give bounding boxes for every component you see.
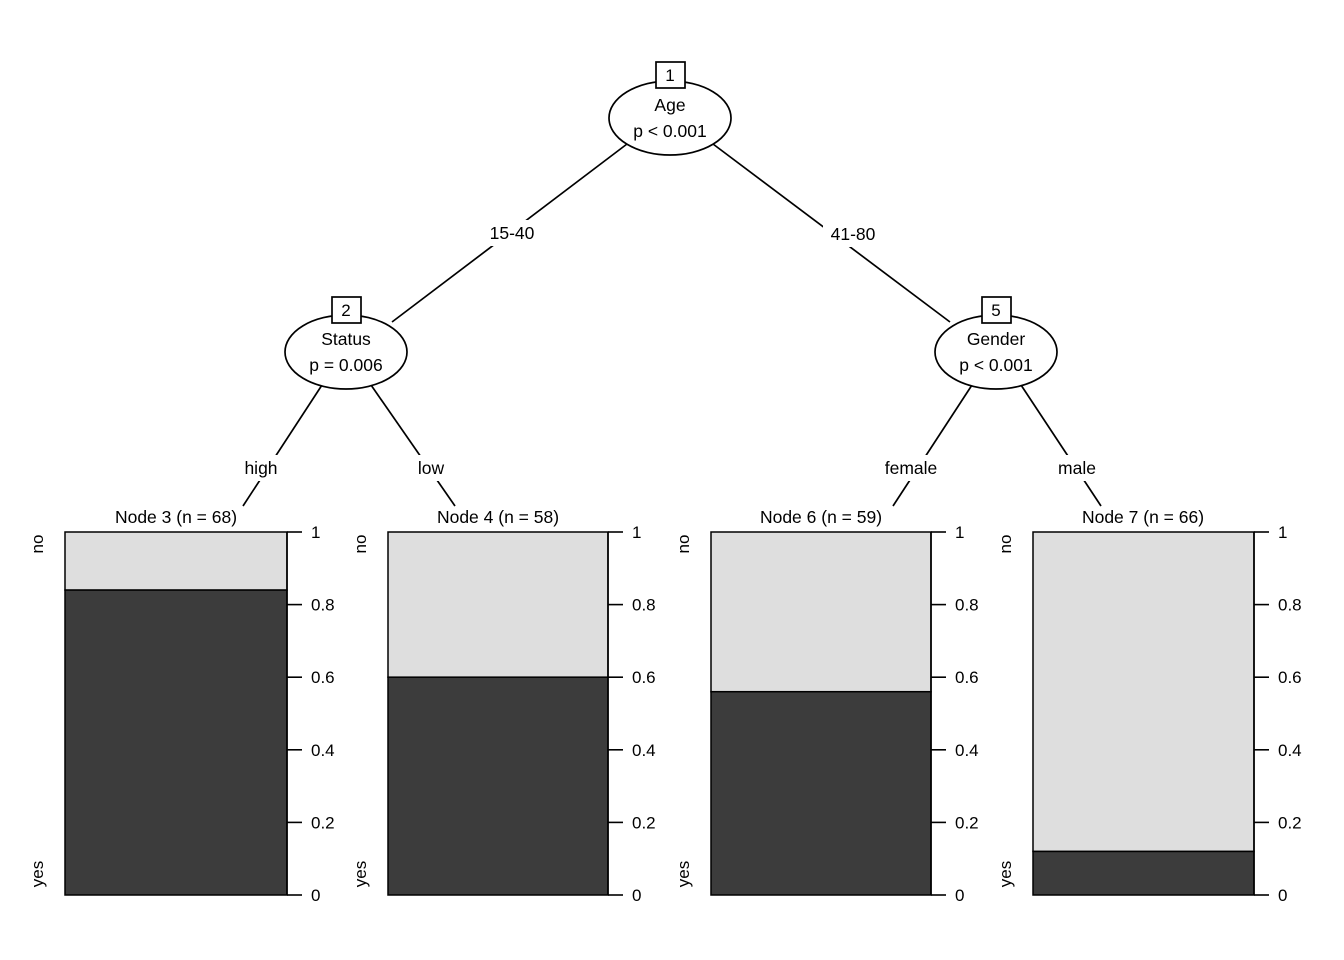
terminal-plot-node-7: Node 7 (n = 66) 0 0.2 0.4 0.6 0.8 1 no yes — [996, 507, 1302, 905]
node-id-label: 2 — [341, 301, 350, 320]
terminal-plot-title: Node 7 (n = 66) — [1082, 507, 1204, 527]
edge-label-bg — [238, 455, 284, 481]
y-axis-tick-label: 0.4 — [632, 741, 656, 760]
edge-label-15-40: 15-40 — [490, 223, 535, 243]
edge-label-bg — [823, 221, 883, 247]
y-axis-tick-label: 0.2 — [1278, 813, 1302, 832]
bar-segment-no — [1032, 531, 1255, 853]
node-pvalue-label: p < 0.001 — [959, 355, 1032, 375]
edge-label-bg — [1052, 455, 1102, 481]
node-ellipse — [608, 80, 732, 156]
y-axis-tick-label: 0.2 — [955, 813, 979, 832]
y-axis-tick-label: 1 — [1278, 523, 1287, 542]
y-axis-tick-label: 1 — [955, 523, 964, 542]
bar-segment-no — [64, 531, 288, 591]
edge-label-bg — [411, 455, 451, 481]
category-label-no: no — [28, 535, 47, 554]
y-axis-tick-label: 0.4 — [311, 741, 335, 760]
bar-segment-yes — [387, 676, 609, 896]
bar-segment-no — [387, 531, 609, 678]
edge-label-female: female — [885, 458, 938, 478]
category-label-yes: yes — [351, 861, 370, 887]
edge-line-status-left — [242, 384, 323, 507]
y-axis-tick-label: 0.6 — [311, 668, 335, 687]
y-axis-tick-label: 0.6 — [955, 668, 979, 687]
node-id-box — [655, 61, 686, 89]
terminal-plot-title: Node 6 (n = 59) — [760, 507, 882, 527]
inner-node-2-status: 2 Status p = 0.006 — [284, 296, 408, 390]
y-axis-tick-label: 0 — [311, 886, 320, 905]
category-label-yes: yes — [996, 861, 1015, 887]
y-axis-tick-label: 1 — [311, 523, 320, 542]
y-axis-tick-label: 0.8 — [955, 596, 979, 615]
bar-segment-yes — [1032, 850, 1255, 896]
bar-segment-no — [710, 531, 932, 693]
terminal-plot-node-3: Node 3 (n = 68) 0 0.2 0.4 0.6 0.8 1 no yes — [28, 507, 335, 905]
category-label-yes: yes — [28, 861, 47, 887]
inner-node-5-gender: 5 Gender p < 0.001 — [934, 296, 1058, 390]
y-axis-tick-label: 1 — [632, 523, 641, 542]
terminal-plot-node-6: Node 6 (n = 59) 0 0.2 0.4 0.6 0.8 1 no yes — [674, 507, 979, 905]
y-axis-tick-label: 0 — [1278, 886, 1287, 905]
inner-node-1-age: 1 Age p < 0.001 — [608, 61, 732, 156]
y-axis-tick-label: 0 — [632, 886, 641, 905]
edge-line-gender-right — [1020, 384, 1102, 507]
node-id-label: 5 — [991, 301, 1000, 320]
node-ellipse — [284, 314, 408, 390]
terminal-plot-node-4: Node 4 (n = 58) 0 0.2 0.4 0.6 0.8 1 no yes — [351, 507, 656, 905]
edge-label-bg — [879, 455, 943, 481]
category-label-no: no — [996, 535, 1015, 554]
node-variable-label: Age — [654, 95, 685, 115]
edge-label-low: low — [418, 458, 445, 478]
y-axis-tick-label: 0.8 — [311, 596, 335, 615]
y-axis-tick-label: 0.6 — [1278, 668, 1302, 687]
terminal-plot-title: Node 3 (n = 68) — [115, 507, 237, 527]
y-axis-tick-label: 0.8 — [632, 596, 656, 615]
node-id-box — [981, 296, 1012, 324]
edge-label-41-80: 41-80 — [831, 224, 876, 244]
edge-line-gender-left — [892, 384, 973, 507]
y-axis-tick-label: 0.2 — [311, 813, 335, 832]
node-variable-label: Gender — [967, 329, 1026, 349]
edge-line-status-right — [370, 384, 456, 507]
node-variable-label: Status — [321, 329, 371, 349]
y-axis-tick-label: 0.2 — [632, 813, 656, 832]
tree-edges: 15-40 41-80 high low female male — [238, 143, 1102, 507]
category-label-no: no — [351, 535, 370, 554]
node-id-label: 1 — [665, 66, 674, 85]
category-label-yes: yes — [674, 861, 693, 887]
node-pvalue-label: p = 0.006 — [309, 355, 382, 375]
category-label-no: no — [674, 535, 693, 554]
node-id-box — [331, 296, 362, 324]
y-axis-tick-label: 0.6 — [632, 668, 656, 687]
node-ellipse — [934, 314, 1058, 390]
edge-label-bg — [482, 220, 542, 246]
edge-label-male: male — [1058, 458, 1096, 478]
terminal-plot-title: Node 4 (n = 58) — [437, 507, 559, 527]
y-axis-tick-label: 0.4 — [1278, 741, 1302, 760]
bar-segment-yes — [64, 589, 288, 896]
y-axis-tick-label: 0.4 — [955, 741, 979, 760]
y-axis-tick-label: 0 — [955, 886, 964, 905]
y-axis-tick-label: 0.8 — [1278, 596, 1302, 615]
bar-segment-yes — [710, 690, 932, 896]
node-pvalue-label: p < 0.001 — [633, 121, 706, 141]
edge-label-high: high — [244, 458, 277, 478]
